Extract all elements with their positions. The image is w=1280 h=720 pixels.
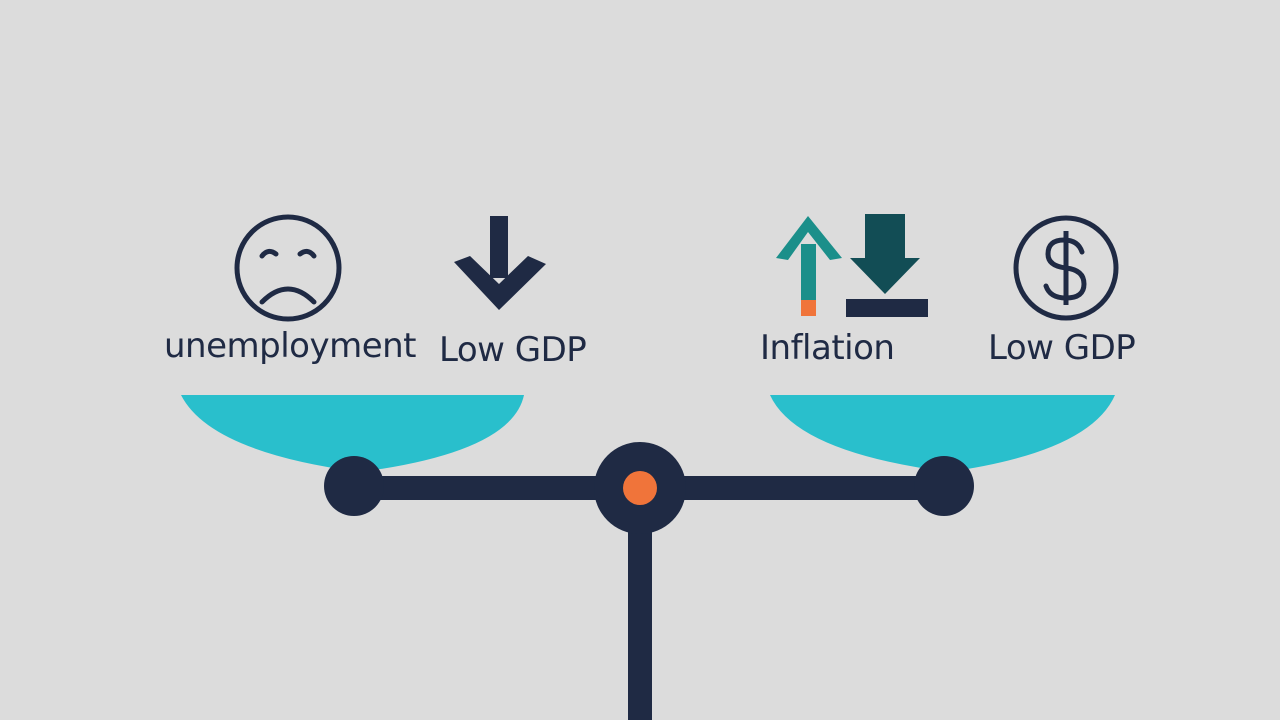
arrow-down-icon (454, 216, 546, 310)
dollar-circle-icon (1013, 215, 1119, 321)
inflation-label: Inflation (760, 328, 895, 368)
right-beam-knob (914, 456, 974, 516)
left-beam-knob (324, 456, 384, 516)
low-gdp-right-label: Low GDP (988, 328, 1136, 368)
arrows-up-down-icon (776, 214, 928, 317)
unemployment-label: unemployment (164, 326, 417, 366)
sad-face-icon (234, 214, 342, 322)
low-gdp-left-label: Low GDP (439, 330, 587, 370)
right-pan (770, 395, 1115, 472)
pivot-center-dot (623, 471, 657, 505)
left-pan (181, 395, 524, 472)
